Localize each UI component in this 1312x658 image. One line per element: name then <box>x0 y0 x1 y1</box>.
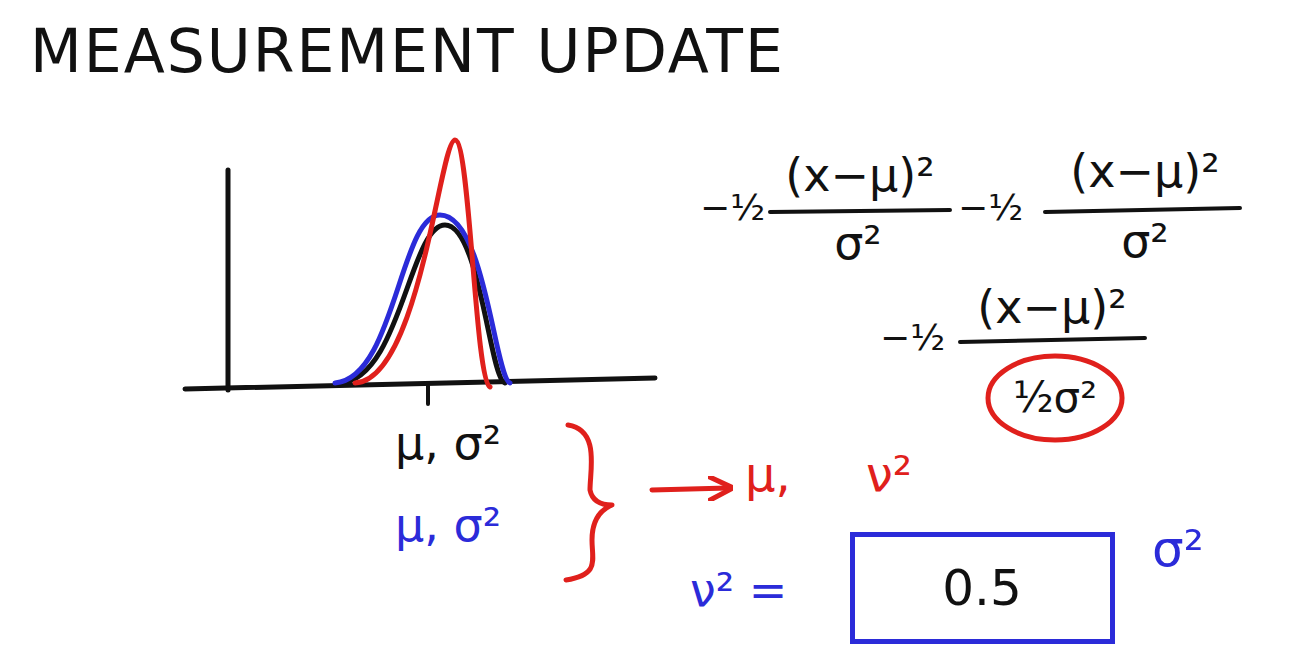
coefficient: −½ <box>880 318 945 358</box>
coefficient: −½ <box>958 188 1023 228</box>
prior-params: μ, σ² <box>395 418 501 469</box>
circled-term: ½σ² <box>984 352 1126 444</box>
posterior-gaussian <box>355 140 490 387</box>
fraction-bar <box>770 210 950 212</box>
answer-box: 0.5 <box>850 532 1115 644</box>
numerator: (x−μ)² <box>1070 146 1219 197</box>
x-axis <box>185 378 655 389</box>
fraction-bar <box>1045 208 1240 212</box>
denominator: σ² <box>1121 216 1169 267</box>
y-axis <box>226 170 231 390</box>
numerator: (x−μ)² <box>977 282 1126 333</box>
denominator: σ² <box>834 218 882 269</box>
variance-equation: ν² = <box>690 565 787 616</box>
node-text: ½σ² <box>1013 375 1097 421</box>
coefficient: −½ <box>700 188 765 228</box>
result-arrow <box>652 488 728 490</box>
axis-tick <box>426 386 430 404</box>
measurement-params: μ, σ² <box>395 500 501 551</box>
node-text: 0.5 <box>942 561 1022 616</box>
numerator: (x−μ)² <box>785 150 934 201</box>
curly-bracket <box>566 425 612 580</box>
title: MEASUREMENT UPDATE <box>30 18 785 84</box>
fraction-bar <box>960 338 1145 342</box>
variance-symbol: σ² <box>1152 522 1204 577</box>
posterior-params: μ, ν² <box>745 448 912 501</box>
